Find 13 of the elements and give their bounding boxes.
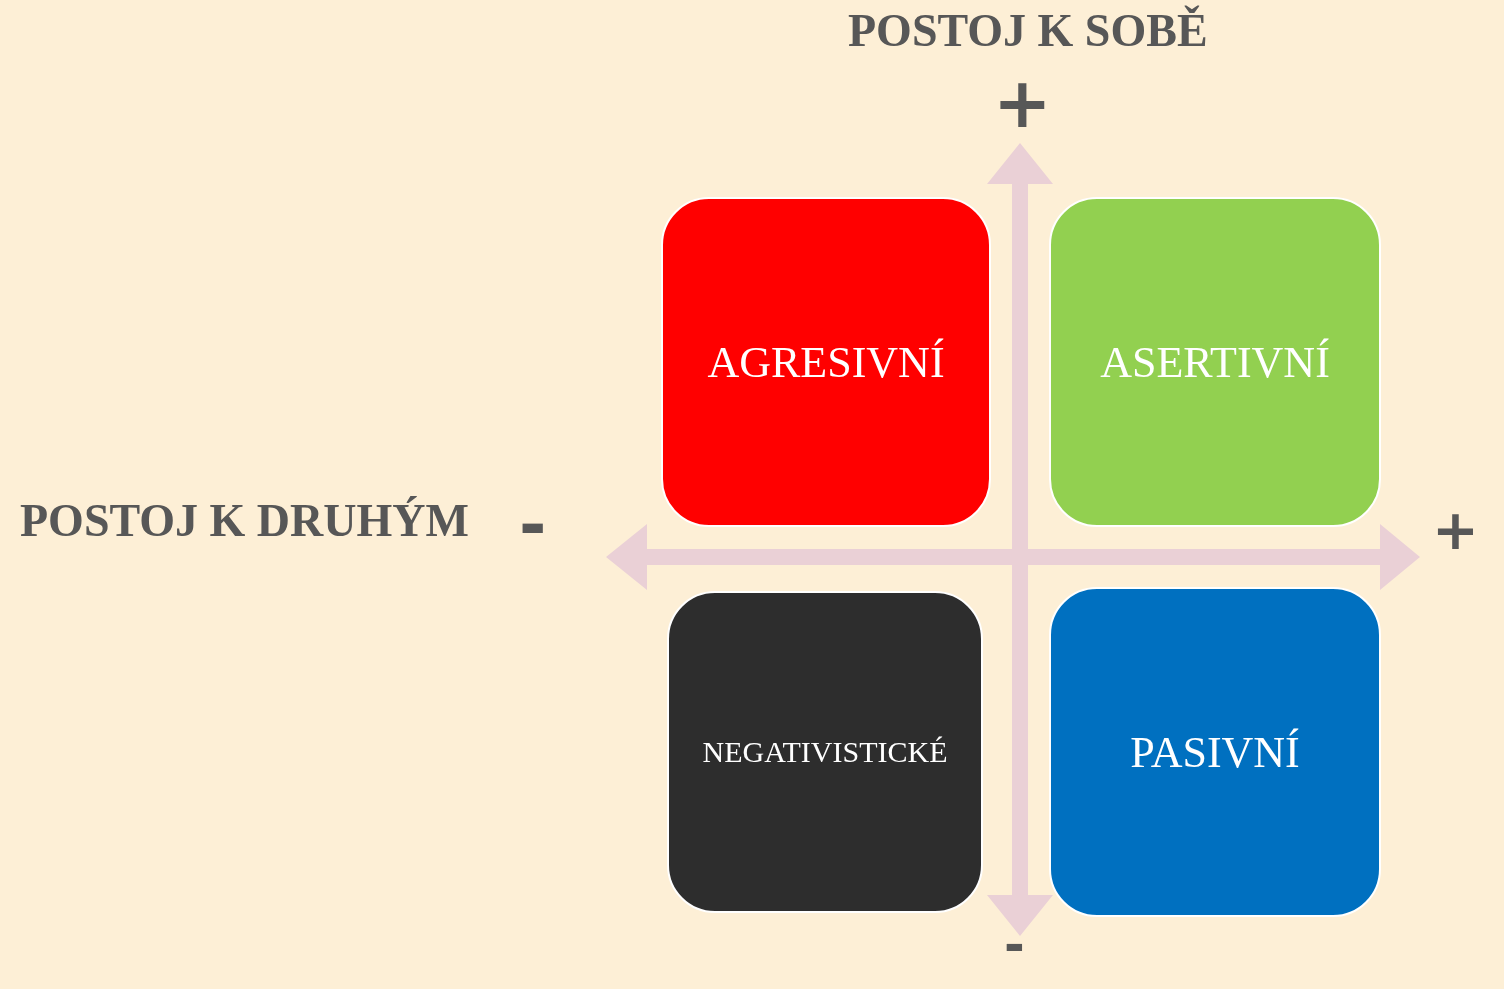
quadrant-box — [1049, 197, 1381, 527]
quadrant-label: NEGATIVISTICKÉ — [702, 735, 948, 769]
quadrant-box — [667, 591, 983, 913]
minus-sign: - — [1004, 920, 1025, 970]
minus-sign: - — [519, 492, 547, 558]
quadrant-box — [661, 197, 991, 527]
quadrant-label: ASERTIVNÍ — [1100, 336, 1330, 388]
plus-sign: + — [993, 68, 1052, 138]
quadrant-label: AGRESIVNÍ — [707, 336, 945, 388]
quadrant-label: PASIVNÍ — [1130, 726, 1300, 778]
quadrant-box — [1049, 587, 1381, 917]
plus-sign: + — [1432, 502, 1479, 558]
axis-title: POSTOJ K DRUHÝM — [20, 498, 469, 544]
